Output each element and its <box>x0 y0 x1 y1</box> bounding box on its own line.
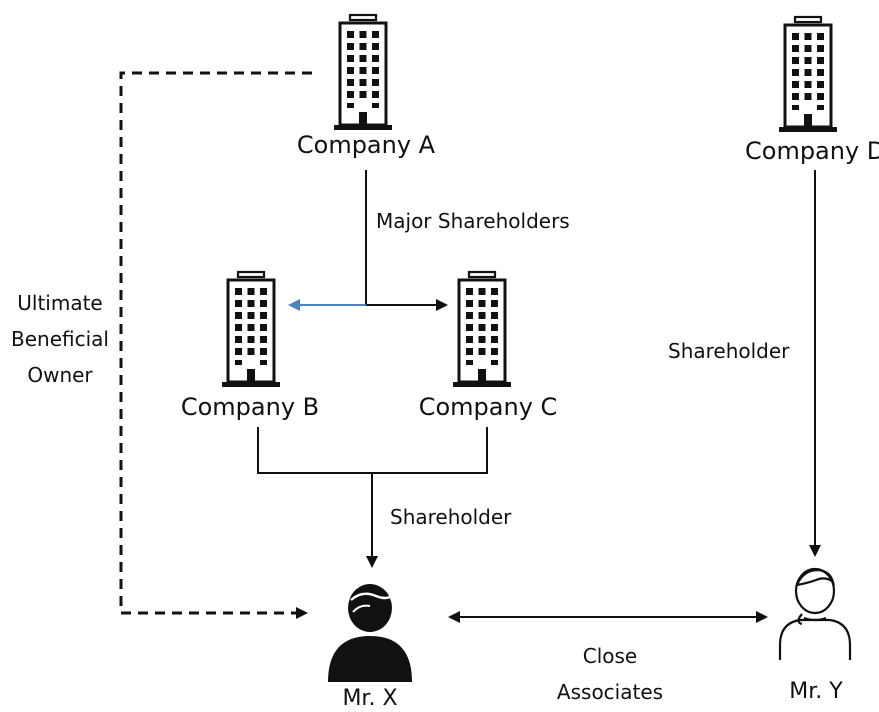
close-associates-line-1: Close <box>582 644 638 668</box>
major-shareholders-label: Major Shareholders <box>376 209 570 233</box>
company-c-building-icon <box>451 270 513 389</box>
ultimate-owner-line-2: Beneficial <box>11 327 109 351</box>
person-filled-icon <box>328 584 412 682</box>
company-d-building-icon <box>777 15 839 134</box>
close-associates-line-2: Associates <box>556 680 664 704</box>
mr-y-label: Mr. Y <box>789 679 843 704</box>
company-a-building-icon <box>332 13 394 132</box>
bc-bracket <box>257 427 488 474</box>
company-a-label: Company A <box>296 131 436 159</box>
bc-shareholder-label: Shareholder <box>390 505 512 529</box>
close-associates-label: Close Associates <box>550 638 670 710</box>
company-d-label: Company D <box>745 137 879 165</box>
ultimate-owner-line-3: Owner <box>27 363 93 387</box>
mr-x-label: Mr. X <box>342 686 398 711</box>
company-b-label: Company B <box>180 393 320 421</box>
d-shareholder-label: Shareholder <box>668 339 790 363</box>
ultimate-owner-dashed-path <box>119 71 312 619</box>
company-b-building-icon <box>220 270 282 389</box>
person-outline-icon <box>778 567 852 660</box>
company-c-label: Company C <box>418 393 558 421</box>
ultimate-owner-label: Ultimate Beneficial Owner <box>4 285 116 393</box>
ultimate-owner-line-1: Ultimate <box>17 291 103 315</box>
